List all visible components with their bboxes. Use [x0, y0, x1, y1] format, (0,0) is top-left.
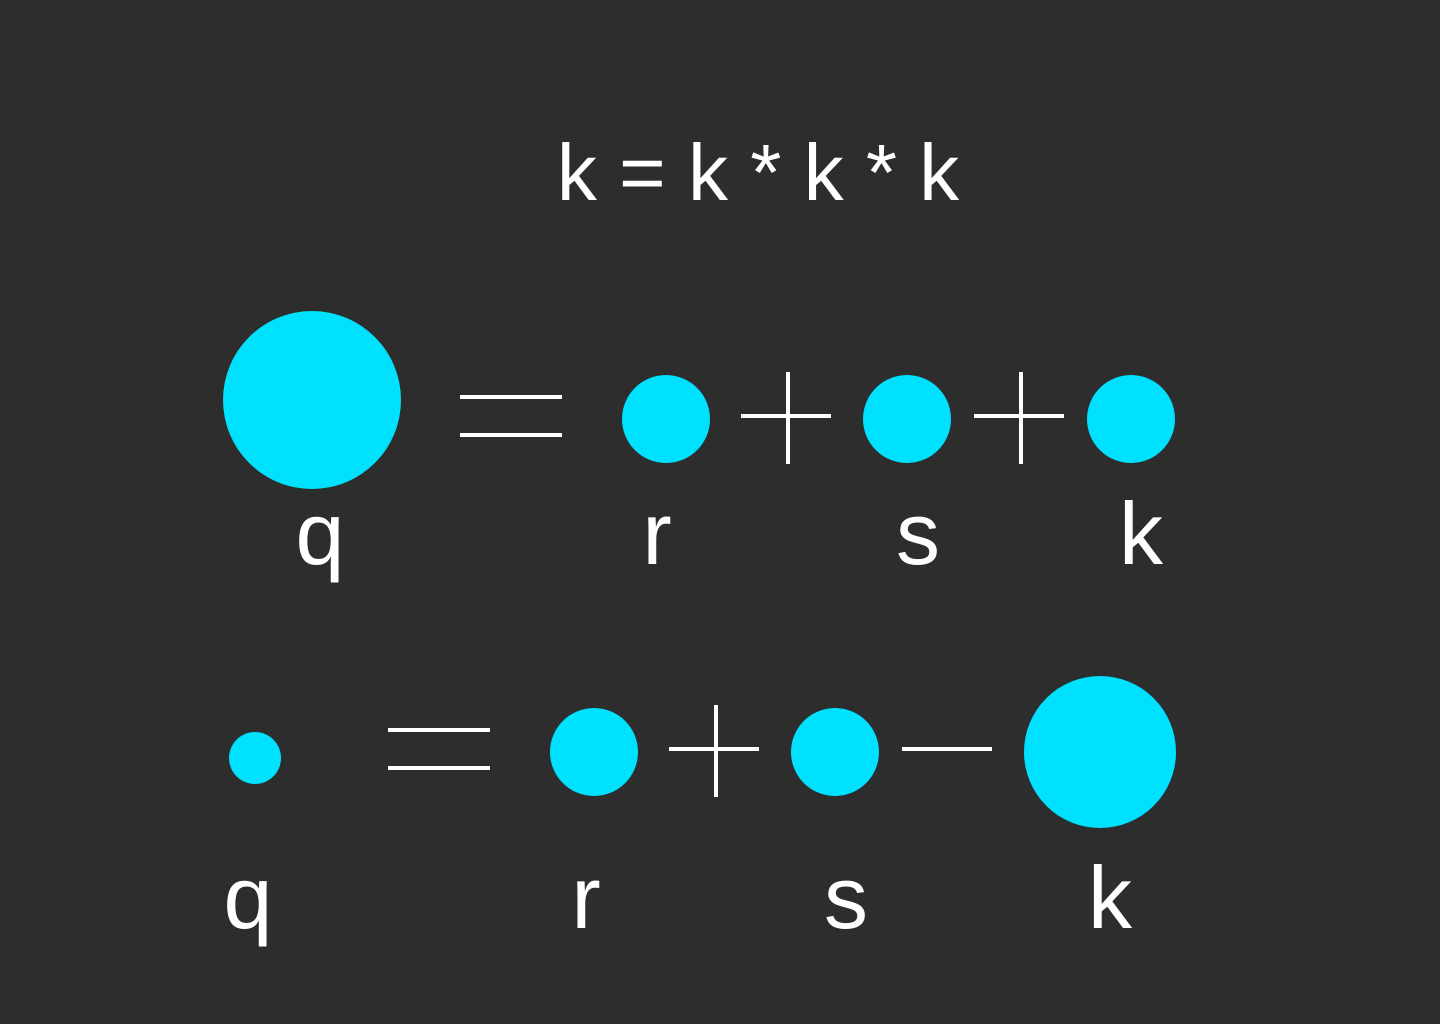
plus-sign — [669, 705, 759, 797]
plus-sign — [741, 372, 831, 464]
circle-r — [550, 708, 638, 796]
circle-s — [863, 375, 951, 463]
label-r: r — [642, 484, 671, 583]
label-k: k — [1088, 848, 1133, 947]
circle-r — [622, 375, 710, 463]
label-q: q — [224, 848, 273, 947]
circle-s — [791, 708, 879, 796]
label-q: q — [296, 484, 345, 583]
circle-k — [1087, 375, 1175, 463]
label-s: s — [824, 848, 868, 947]
label-r: r — [571, 848, 600, 947]
label-s: s — [896, 484, 940, 583]
equals-sign — [388, 728, 490, 770]
equation-row-2: q r s k — [224, 676, 1176, 947]
plus-sign — [974, 372, 1064, 464]
equals-sign — [460, 395, 562, 437]
circle-q — [223, 311, 401, 489]
circle-q — [229, 732, 281, 784]
circle-k — [1024, 676, 1176, 828]
label-k: k — [1119, 484, 1164, 583]
equation-row-1: q r s k — [223, 311, 1175, 583]
title-formula: k = k * k * k — [557, 128, 960, 217]
